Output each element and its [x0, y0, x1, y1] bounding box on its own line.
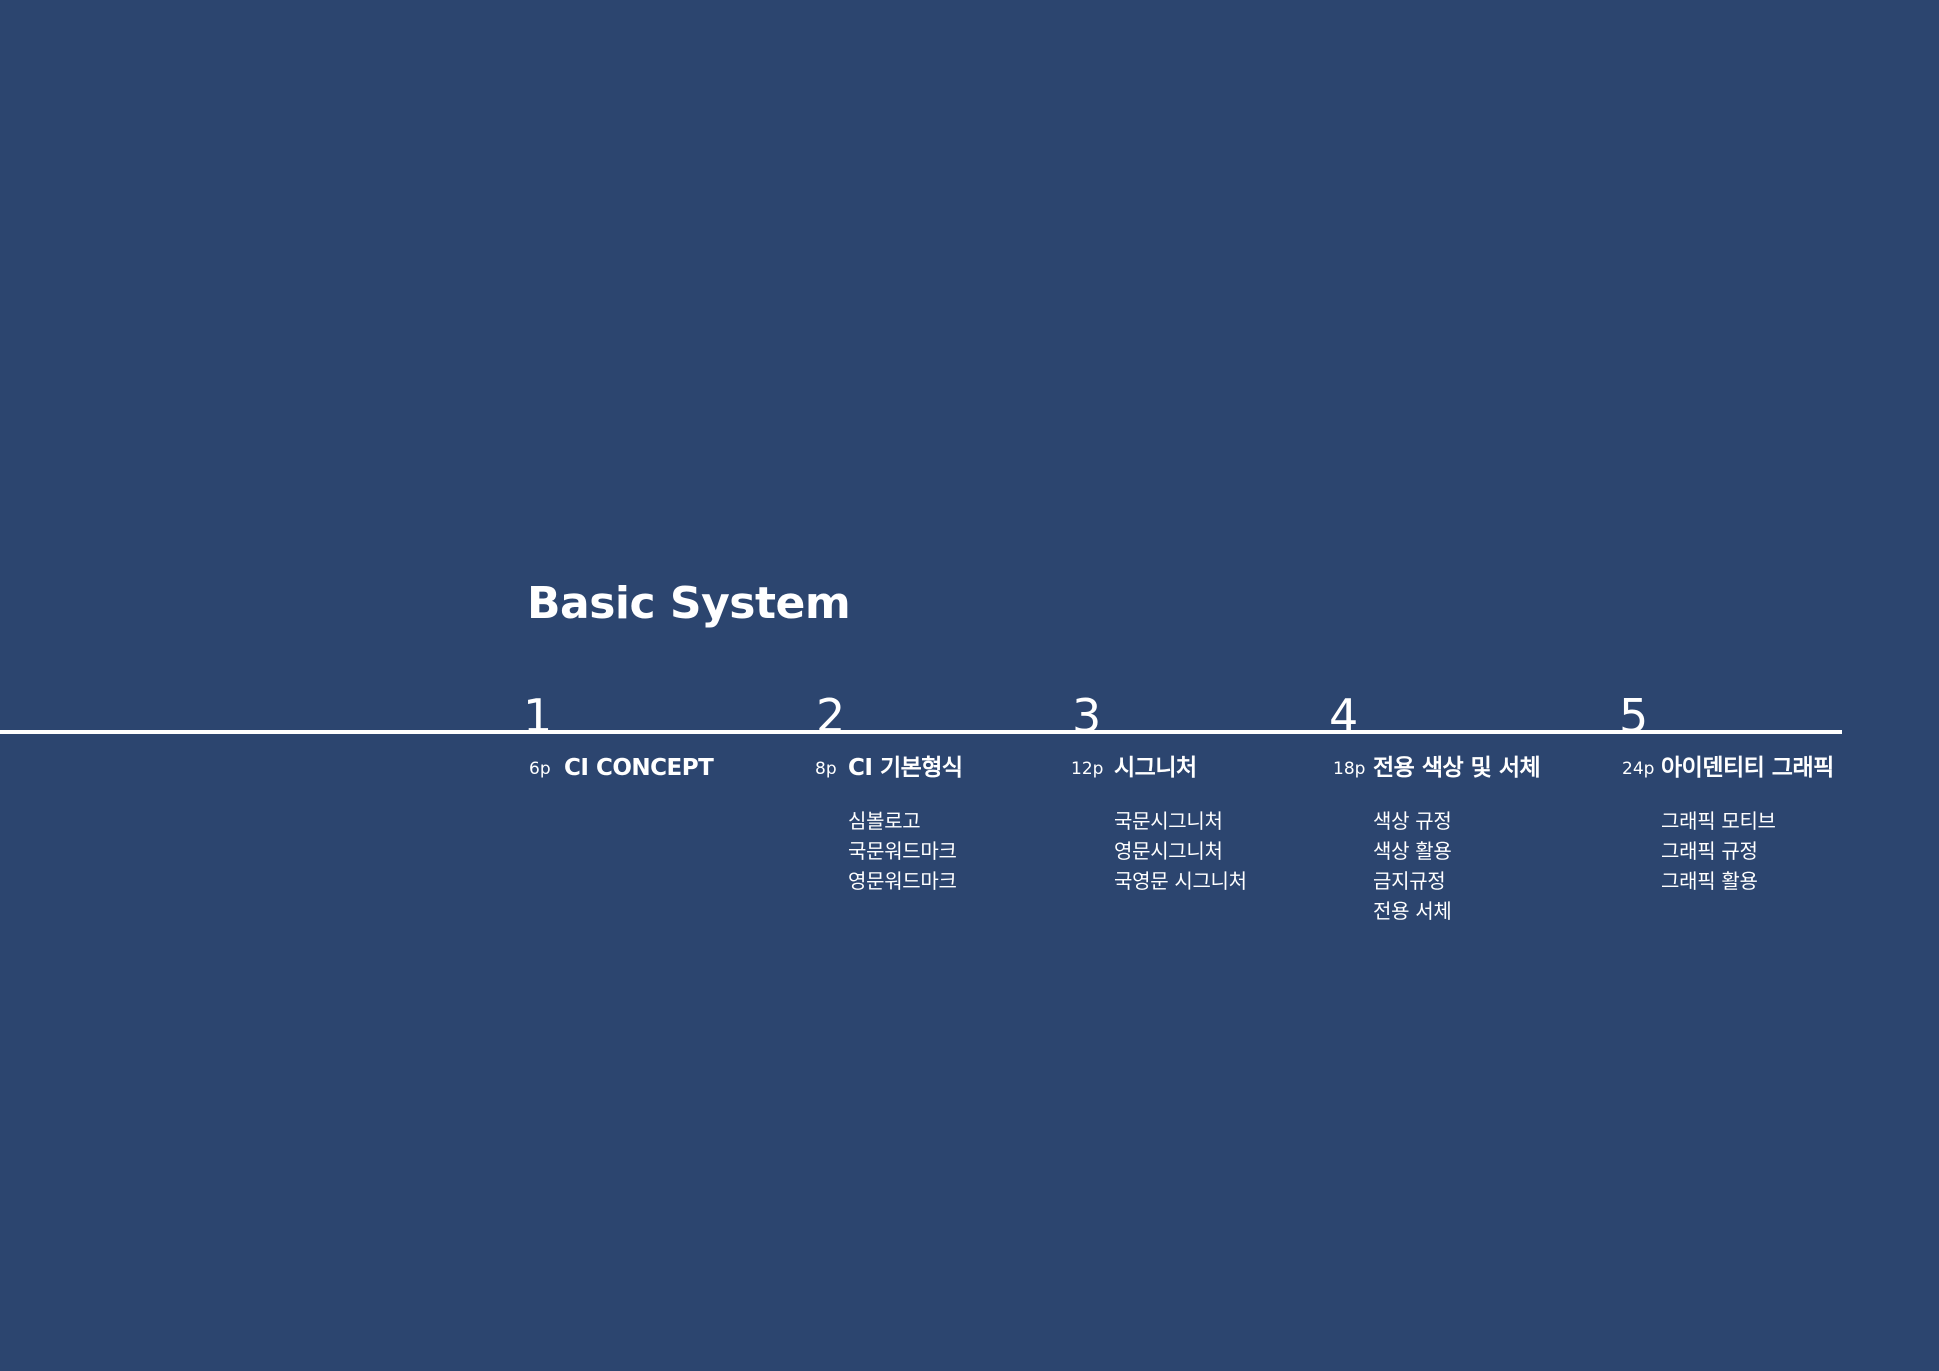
section-item-list: 심볼로고 국문워드마크 영문워드마크: [848, 806, 957, 896]
list-item: 심볼로고: [848, 809, 921, 833]
section-page-ref: 24p: [1622, 759, 1655, 779]
section-number: 3: [1072, 689, 1102, 743]
section-heading: 아이덴티티 그래픽: [1661, 755, 1834, 781]
section-heading: 전용 색상 및 서체: [1373, 755, 1541, 781]
section-page-ref: 6p: [529, 759, 551, 779]
list-item: 국영문 시그니처: [1114, 869, 1247, 893]
list-item: 그래픽 모티브: [1661, 809, 1776, 833]
section-page-ref: 12p: [1071, 759, 1104, 779]
list-item: 그래픽 규정: [1661, 839, 1758, 863]
timeline-rule: [0, 730, 1842, 734]
section-item-list: 그래픽 모티브 그래픽 규정 그래픽 활용: [1661, 806, 1776, 896]
section-number: 5: [1619, 689, 1649, 743]
list-item: 국문워드마크: [848, 839, 957, 863]
list-item: 색상 활용: [1373, 839, 1452, 863]
list-item: 국문시그니처: [1114, 809, 1223, 833]
list-item: 전용 서체: [1373, 899, 1452, 923]
list-item: 영문워드마크: [848, 869, 957, 893]
section-item-list: 색상 규정 색상 활용 금지규정 전용 서체: [1373, 806, 1452, 926]
section-number: 2: [816, 689, 846, 743]
section-heading: CI CONCEPT: [564, 755, 714, 781]
list-item: 영문시그니처: [1114, 839, 1223, 863]
list-item: 색상 규정: [1373, 809, 1452, 833]
section-item-list: 국문시그니처 영문시그니처 국영문 시그니처: [1114, 806, 1247, 896]
list-item: 금지규정: [1373, 869, 1446, 893]
section-heading: 시그니처: [1114, 755, 1197, 781]
section-number: 4: [1329, 689, 1359, 743]
page-title: Basic System: [527, 578, 851, 629]
section-page-ref: 18p: [1333, 759, 1366, 779]
section-heading: CI 기본형식: [848, 755, 963, 781]
list-item: 그래픽 활용: [1661, 869, 1758, 893]
section-number: 1: [523, 689, 553, 743]
section-page-ref: 8p: [815, 759, 837, 779]
